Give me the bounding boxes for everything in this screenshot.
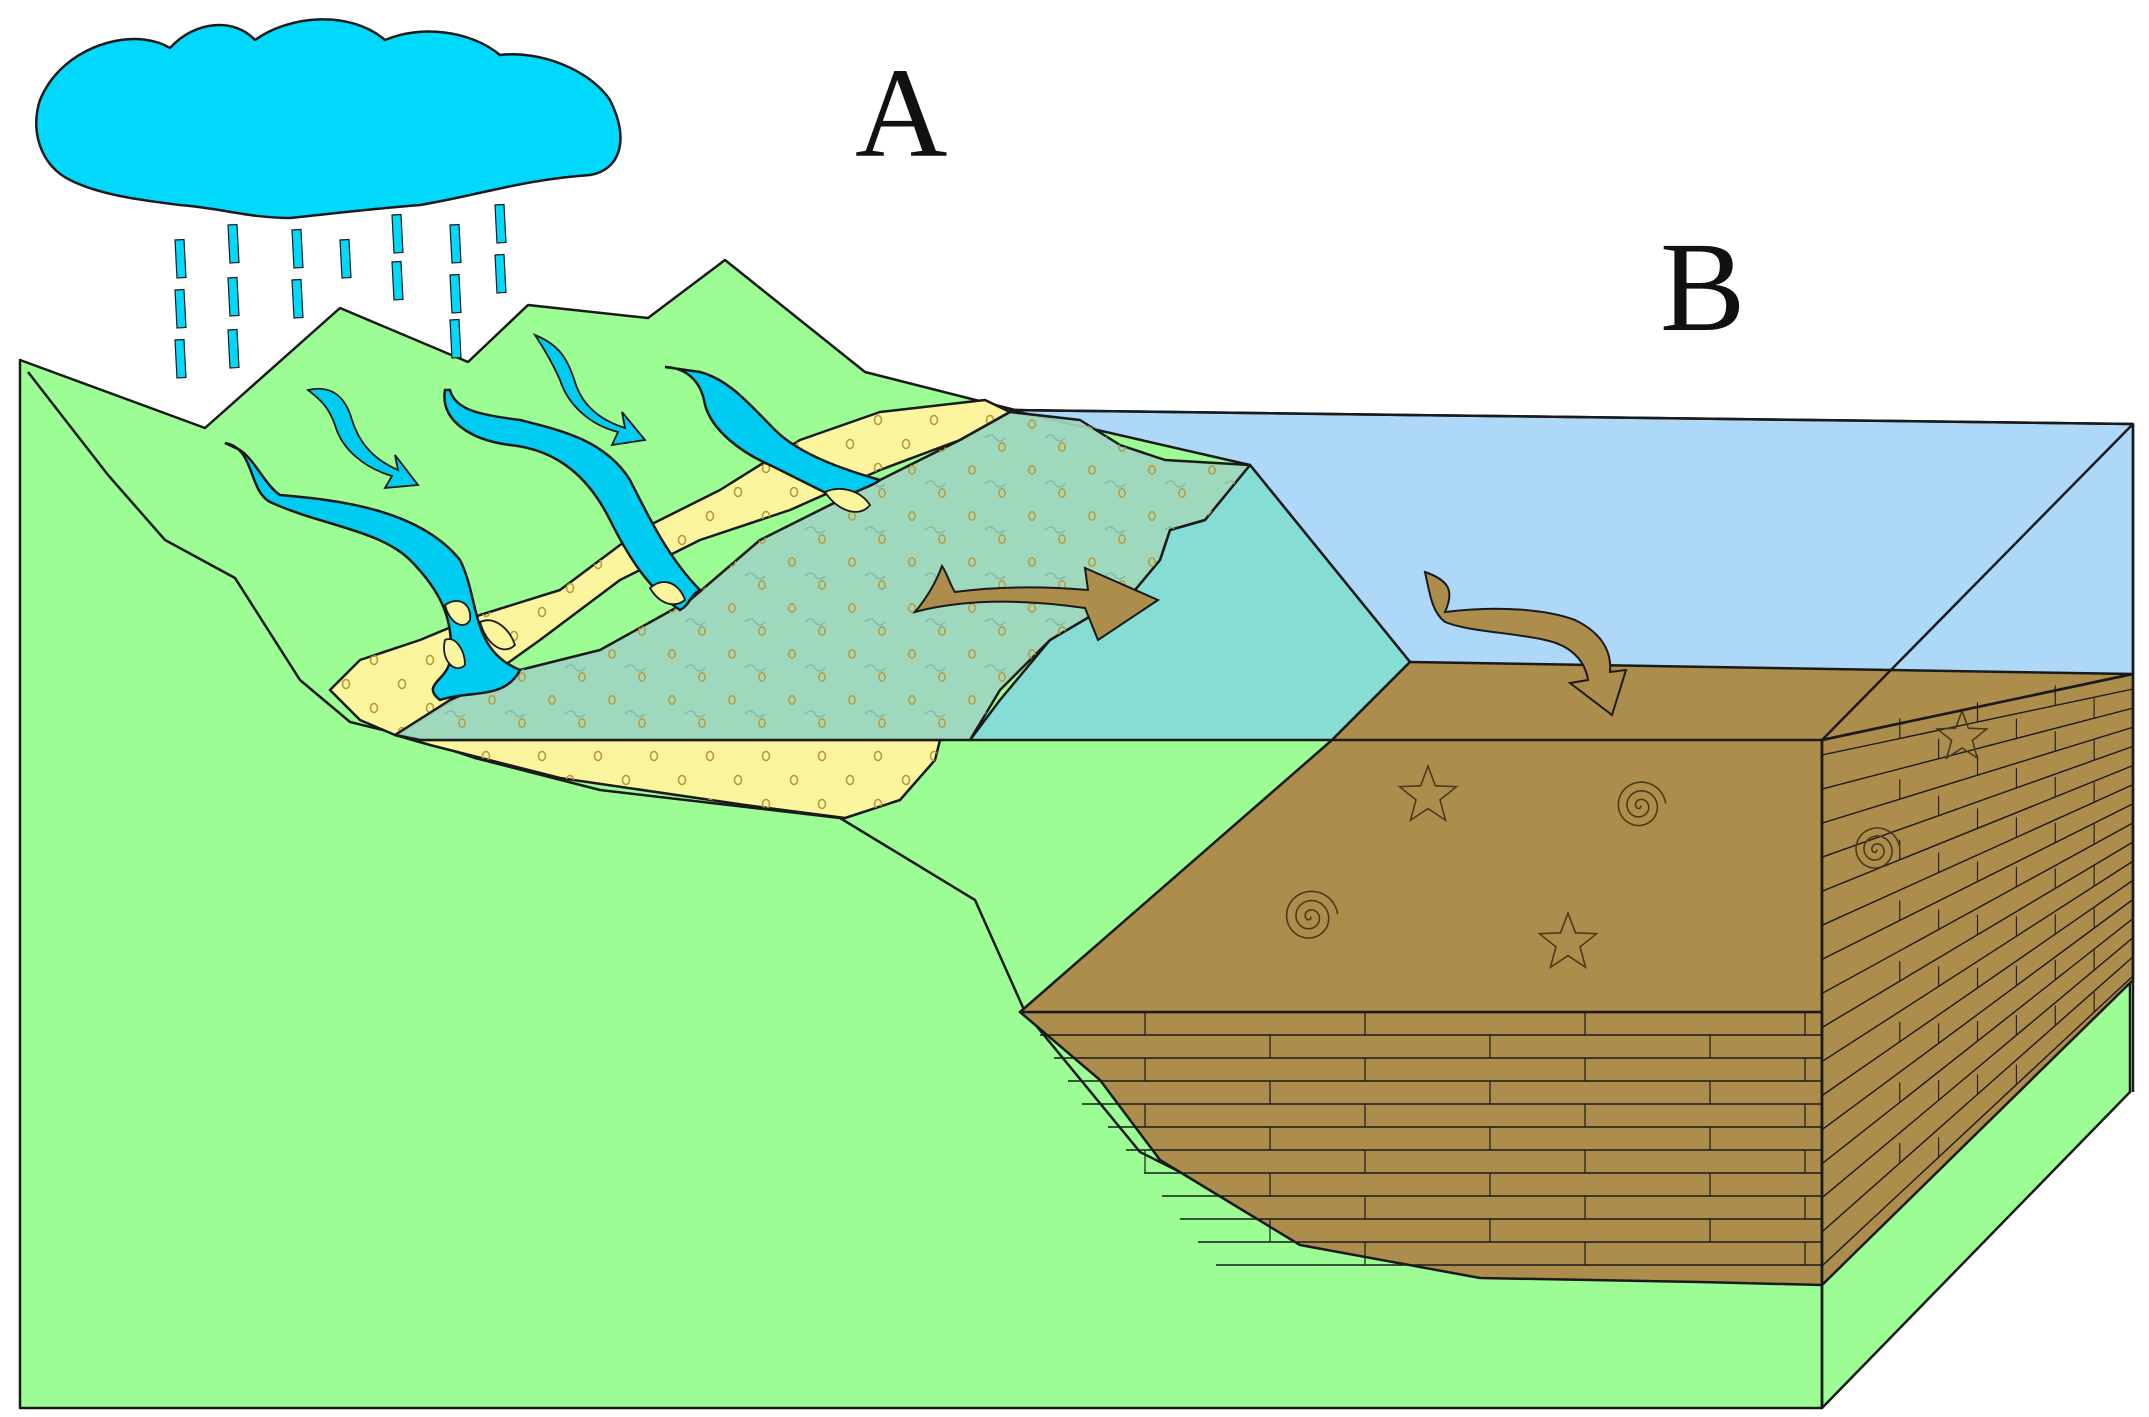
- river-2: [443, 388, 703, 612]
- ammonite-fossil-icon: [1855, 827, 1901, 869]
- sediment-layer-lines: [1040, 685, 2134, 1267]
- starfish-fossil-icon: [1935, 708, 1989, 760]
- sediment-layer-line: [1821, 783, 2134, 926]
- starfish-fossil-icon: [1537, 910, 1599, 970]
- sediment-layer-line: [1821, 707, 2134, 790]
- label-b: B: [1660, 216, 1745, 358]
- sediment-basin: [1018, 423, 2135, 1408]
- delta-dots: [395, 412, 1250, 740]
- river-1: [224, 441, 522, 702]
- raindrop: [449, 273, 462, 314]
- raindrop: [449, 223, 462, 264]
- label-a: A: [855, 42, 947, 184]
- rain-cloud-icon: [35, 18, 622, 220]
- ammonite-fossil-icon: [1285, 890, 1339, 939]
- sediment-layer-line: [1821, 745, 2134, 858]
- raindrop: [227, 328, 240, 369]
- sediment-layer-line: [1821, 898, 2134, 1131]
- raindrop: [391, 213, 404, 254]
- sediment-layer-line: [1821, 937, 2134, 1199]
- ammonite-fossil-icon: [1617, 781, 1667, 827]
- rain: [174, 203, 507, 379]
- starfish-fossil-icon: [1397, 763, 1459, 823]
- raindrop: [494, 203, 507, 244]
- raindrop: [449, 318, 462, 359]
- rivers: [224, 365, 883, 702]
- raindrop: [174, 338, 187, 379]
- sediment-layer-line: [1821, 975, 2134, 1267]
- sediment-settling-arrow-icon: [1423, 570, 1628, 717]
- raindrop: [174, 238, 187, 279]
- raindrop: [291, 228, 304, 269]
- runoff-arrow-icon: [532, 333, 647, 447]
- alluvial-fan-lower-dots: [395, 735, 940, 818]
- raindrop: [227, 276, 240, 317]
- flow-arrows: [305, 333, 1628, 717]
- sediment-layer-line: [1821, 822, 2134, 995]
- river-bar-1: [443, 600, 472, 626]
- raindrop: [227, 223, 240, 264]
- runoff-arrow-icon: [305, 387, 420, 490]
- sediment-layer-line: [1821, 860, 2134, 1063]
- river-bar-3: [443, 638, 466, 670]
- fossils: [1285, 708, 1989, 970]
- block-edges: [1332, 424, 2135, 1408]
- raindrop: [174, 288, 187, 329]
- sediment-transport-arrow-icon: [912, 563, 1161, 642]
- sea-back-edge: [1009, 408, 2134, 426]
- river-bar-2: [478, 619, 517, 651]
- river-bar-5: [823, 488, 872, 513]
- weather: [35, 18, 622, 379]
- river-bar-4: [648, 581, 687, 606]
- raindrop: [494, 253, 507, 294]
- sea: [968, 408, 2135, 742]
- raindrop: [391, 260, 404, 301]
- raindrop: [339, 238, 352, 279]
- raindrop: [291, 278, 304, 319]
- water-front-edge: [1821, 423, 2134, 741]
- delta-plain: [393, 410, 1252, 742]
